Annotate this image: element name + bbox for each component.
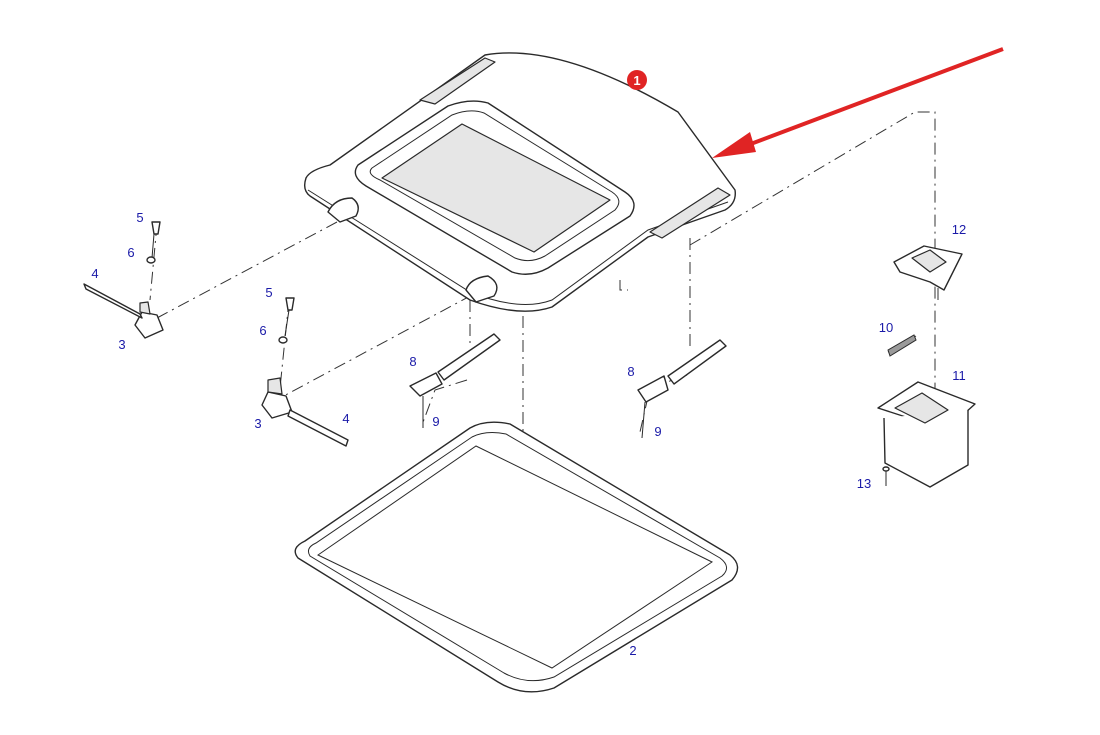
callout-9-left: 9 [432,414,439,429]
callout-13: 13 [857,476,871,491]
gas-strut-left [409,333,501,428]
callout-8-right: 8 [627,364,634,379]
callout-8-left: 8 [409,354,416,369]
callout-1-badge: 1 [627,70,647,90]
highlight-arrow [712,47,1004,158]
callout-12: 12 [952,222,966,237]
callout-1-circle [627,70,647,90]
part-10-spring [887,334,917,357]
seal-part-2 [294,421,739,693]
part-13-screw [882,466,890,486]
callout-11: 11 [952,368,966,383]
callout-6-middle: 6 [259,323,266,338]
gas-strut-right [637,339,727,439]
callout-10: 10 [879,320,893,335]
callout-3-middle: 3 [254,416,261,431]
callout-5-middle: 5 [265,285,272,300]
callout-2: 2 [629,643,636,658]
part-11-housing [877,381,976,488]
callout-4-middle: 4 [342,411,349,426]
callout-5-left: 5 [136,210,143,225]
roof-hatch-part-1 [303,52,736,312]
callout-3-left: 3 [118,337,125,352]
callout-6-left: 6 [127,245,134,260]
callout-1: 1 [633,73,640,88]
hinge-left [83,221,164,339]
hinge-middle [261,297,349,447]
part-12-bracket [893,245,963,291]
callout-9-right: 9 [654,424,661,439]
callout-4-left: 4 [91,266,98,281]
